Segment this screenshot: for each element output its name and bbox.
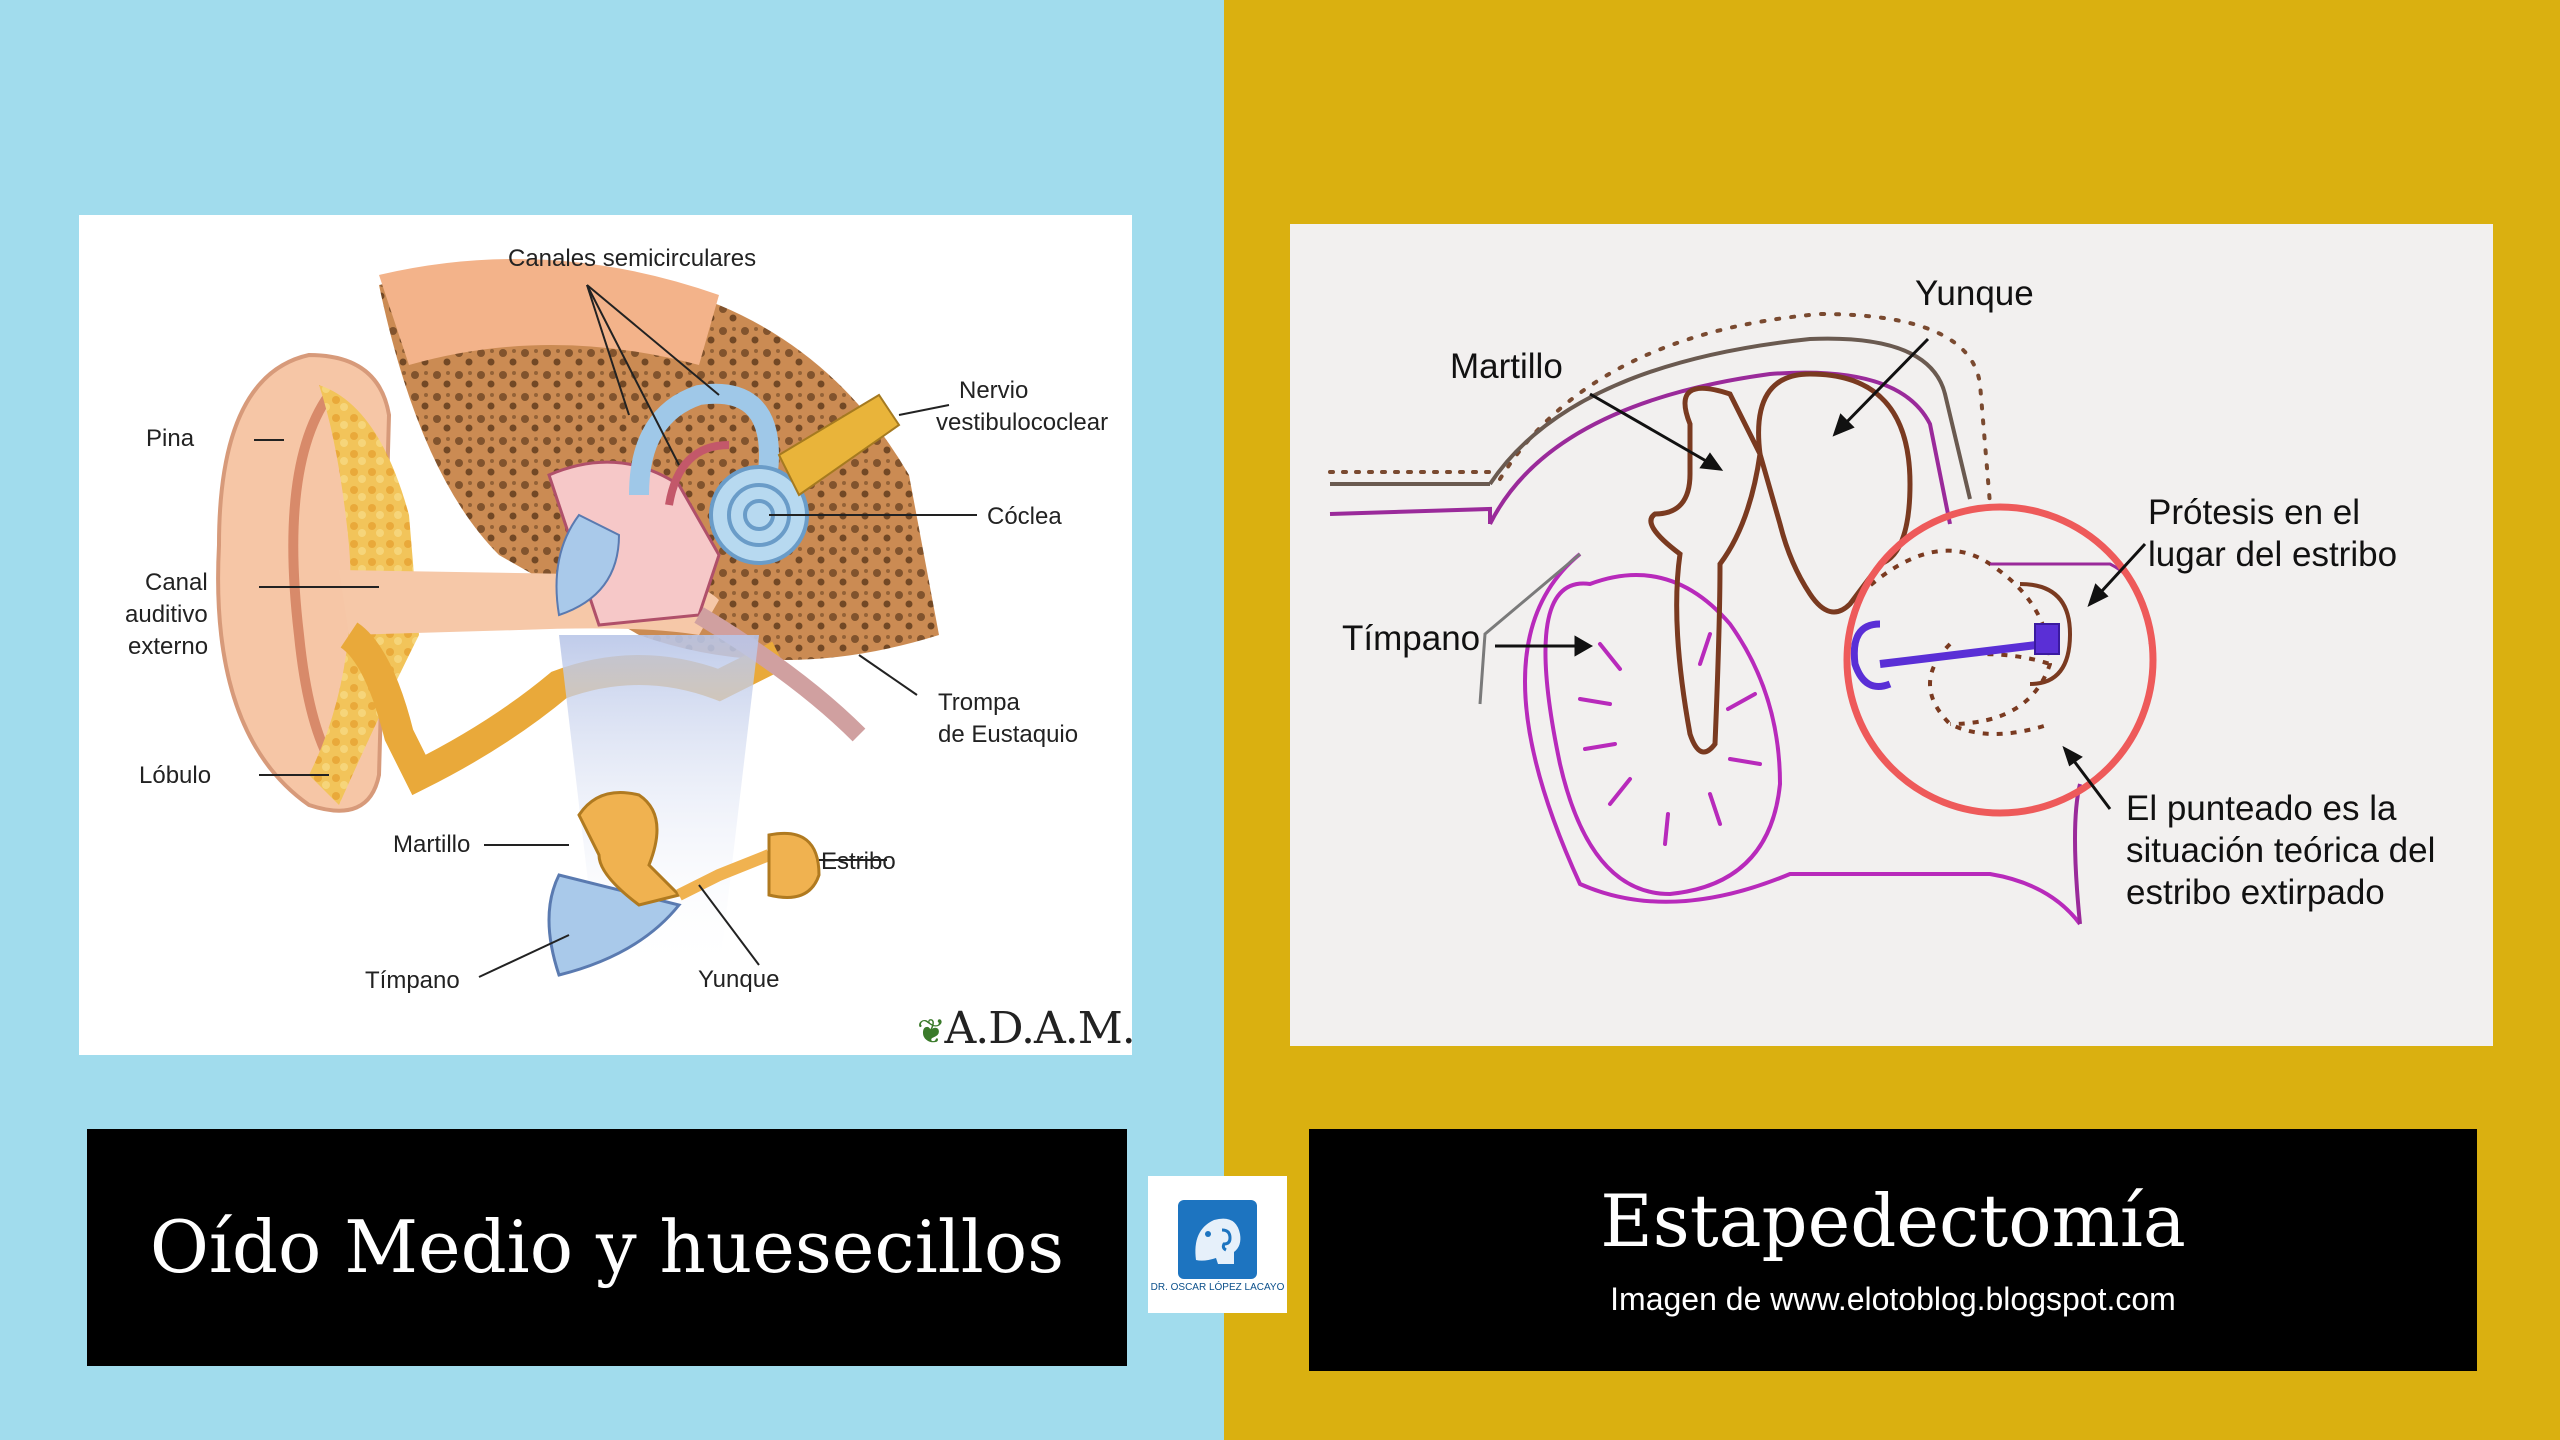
label-martillo: Martillo xyxy=(393,831,471,858)
stapedectomy-illustration xyxy=(1328,311,2157,926)
label-punteado: El punteado es la xyxy=(2126,789,2397,828)
label-auditivo: auditivo xyxy=(125,601,208,628)
right-caption-source: Imagen de www.elotoblog.blogspot.com xyxy=(1610,1281,2176,1318)
ear-anatomy-illustration xyxy=(216,259,977,978)
label-yunque: Yunque xyxy=(698,966,780,993)
label-estribo-extirpado: estribo extirpado xyxy=(2126,873,2385,912)
author-name: DR. OSCAR LÓPEZ LACAYO xyxy=(1150,1282,1285,1293)
label-vestibulococlear: vestibulococlear xyxy=(936,409,1109,436)
left-caption-title: Oído Medio y huesecillos xyxy=(149,1204,1065,1289)
label-canal: Canal xyxy=(145,569,208,596)
label-externo: externo xyxy=(128,633,209,660)
label-timpano: Tímpano xyxy=(365,967,460,994)
label-pina: Pina xyxy=(146,425,195,452)
label-lobulo: Lóbulo xyxy=(139,762,212,789)
label-yunque: Yunque xyxy=(1915,274,2034,313)
author-logo: DR. OSCAR LÓPEZ LACAYO xyxy=(1148,1176,1287,1313)
stapedectomy-drawing: Yunque Martillo Prótesis en el lugar del… xyxy=(1290,224,2493,1046)
label-coclea: Cóclea xyxy=(987,503,1062,530)
leaf-icon: ❦ xyxy=(917,1012,945,1052)
label-protesis: Prótesis en el xyxy=(2148,493,2361,532)
label-canales-semicirculares: Canales semicirculares xyxy=(508,245,757,272)
label-lugar-del-estribo: lugar del estribo xyxy=(2148,535,2398,574)
label-situacion-teorica: situación teórica del xyxy=(2126,831,2436,870)
right-caption-box: Estapedectomía Imagen de www.elotoblog.b… xyxy=(1309,1129,2477,1371)
adam-logo: ❦A.D.A.M. xyxy=(917,1003,1132,1054)
label-estribo: Estribo xyxy=(821,848,896,875)
label-nervio: Nervio xyxy=(959,377,1029,404)
label-martillo: Martillo xyxy=(1450,347,1563,386)
label-de-eustaquio: de Eustaquio xyxy=(938,721,1079,748)
right-caption-title: Estapedectomía xyxy=(1600,1178,2186,1263)
ear-anatomy-image: Canales semicirculares Nervio vestibuloc… xyxy=(79,215,1132,1055)
label-timpano: Tímpano xyxy=(1342,619,1481,658)
left-caption-box: Oído Medio y huesecillos xyxy=(87,1129,1127,1366)
ear-head-icon xyxy=(1178,1200,1257,1279)
label-trompa: Trompa xyxy=(938,689,1020,716)
